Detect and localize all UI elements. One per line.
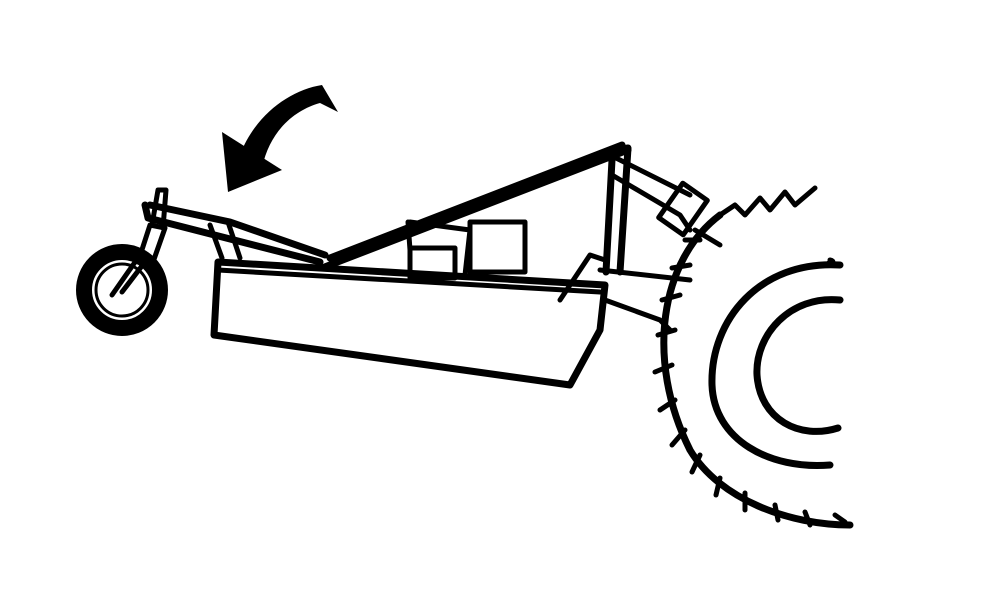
tractor-tire [652, 185, 854, 529]
mower-deck [210, 219, 609, 389]
gauge-wheel [76, 187, 169, 336]
mower-frame [141, 141, 723, 333]
rotation-arrow-icon [222, 85, 338, 192]
